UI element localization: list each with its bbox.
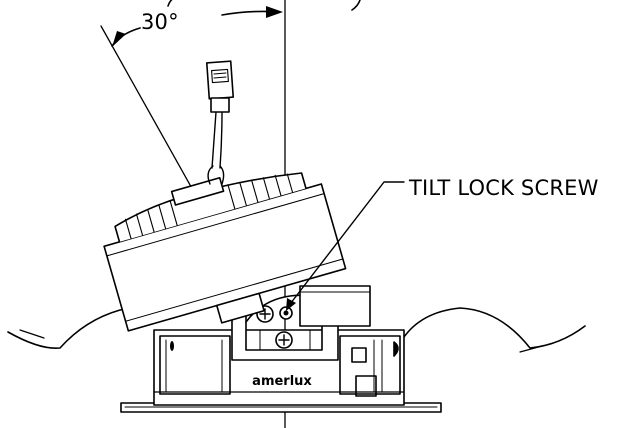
housing-body: amerlux (153, 329, 405, 406)
connector-plug-icon (205, 60, 235, 113)
housing-slot (351, 347, 367, 363)
ceiling-curve-right (401, 307, 586, 349)
housing-left-panel (159, 335, 231, 395)
top-remnant-line (167, 0, 173, 7)
light-engine (103, 172, 347, 332)
callout-leader-line (286, 181, 405, 309)
arrowhead-right (266, 6, 283, 18)
housing-bottom-slot (355, 375, 377, 397)
angle-label: 30° (141, 10, 179, 34)
tilt-lock-screw-label: TILT LOCK SCREW (409, 176, 599, 200)
angle-dimension (111, 6, 283, 47)
housing-right-panel (339, 335, 401, 395)
tilt-lock-screw (279, 306, 293, 320)
engine-neck (215, 292, 265, 324)
ceiling-edge-left (19, 329, 45, 339)
housing-clip-right (393, 341, 399, 357)
connector-cable (207, 111, 225, 185)
phillips-screw-icon (275, 331, 293, 349)
callout-arrowhead (286, 298, 296, 311)
heatsink-fins (124, 173, 294, 240)
arrowhead-left (112, 31, 126, 47)
top-remnant-line-2 (351, 0, 361, 11)
brand-logo: amerlux (252, 374, 312, 389)
ceiling-edge-right (519, 345, 543, 353)
housing-rivet-left (170, 341, 174, 351)
